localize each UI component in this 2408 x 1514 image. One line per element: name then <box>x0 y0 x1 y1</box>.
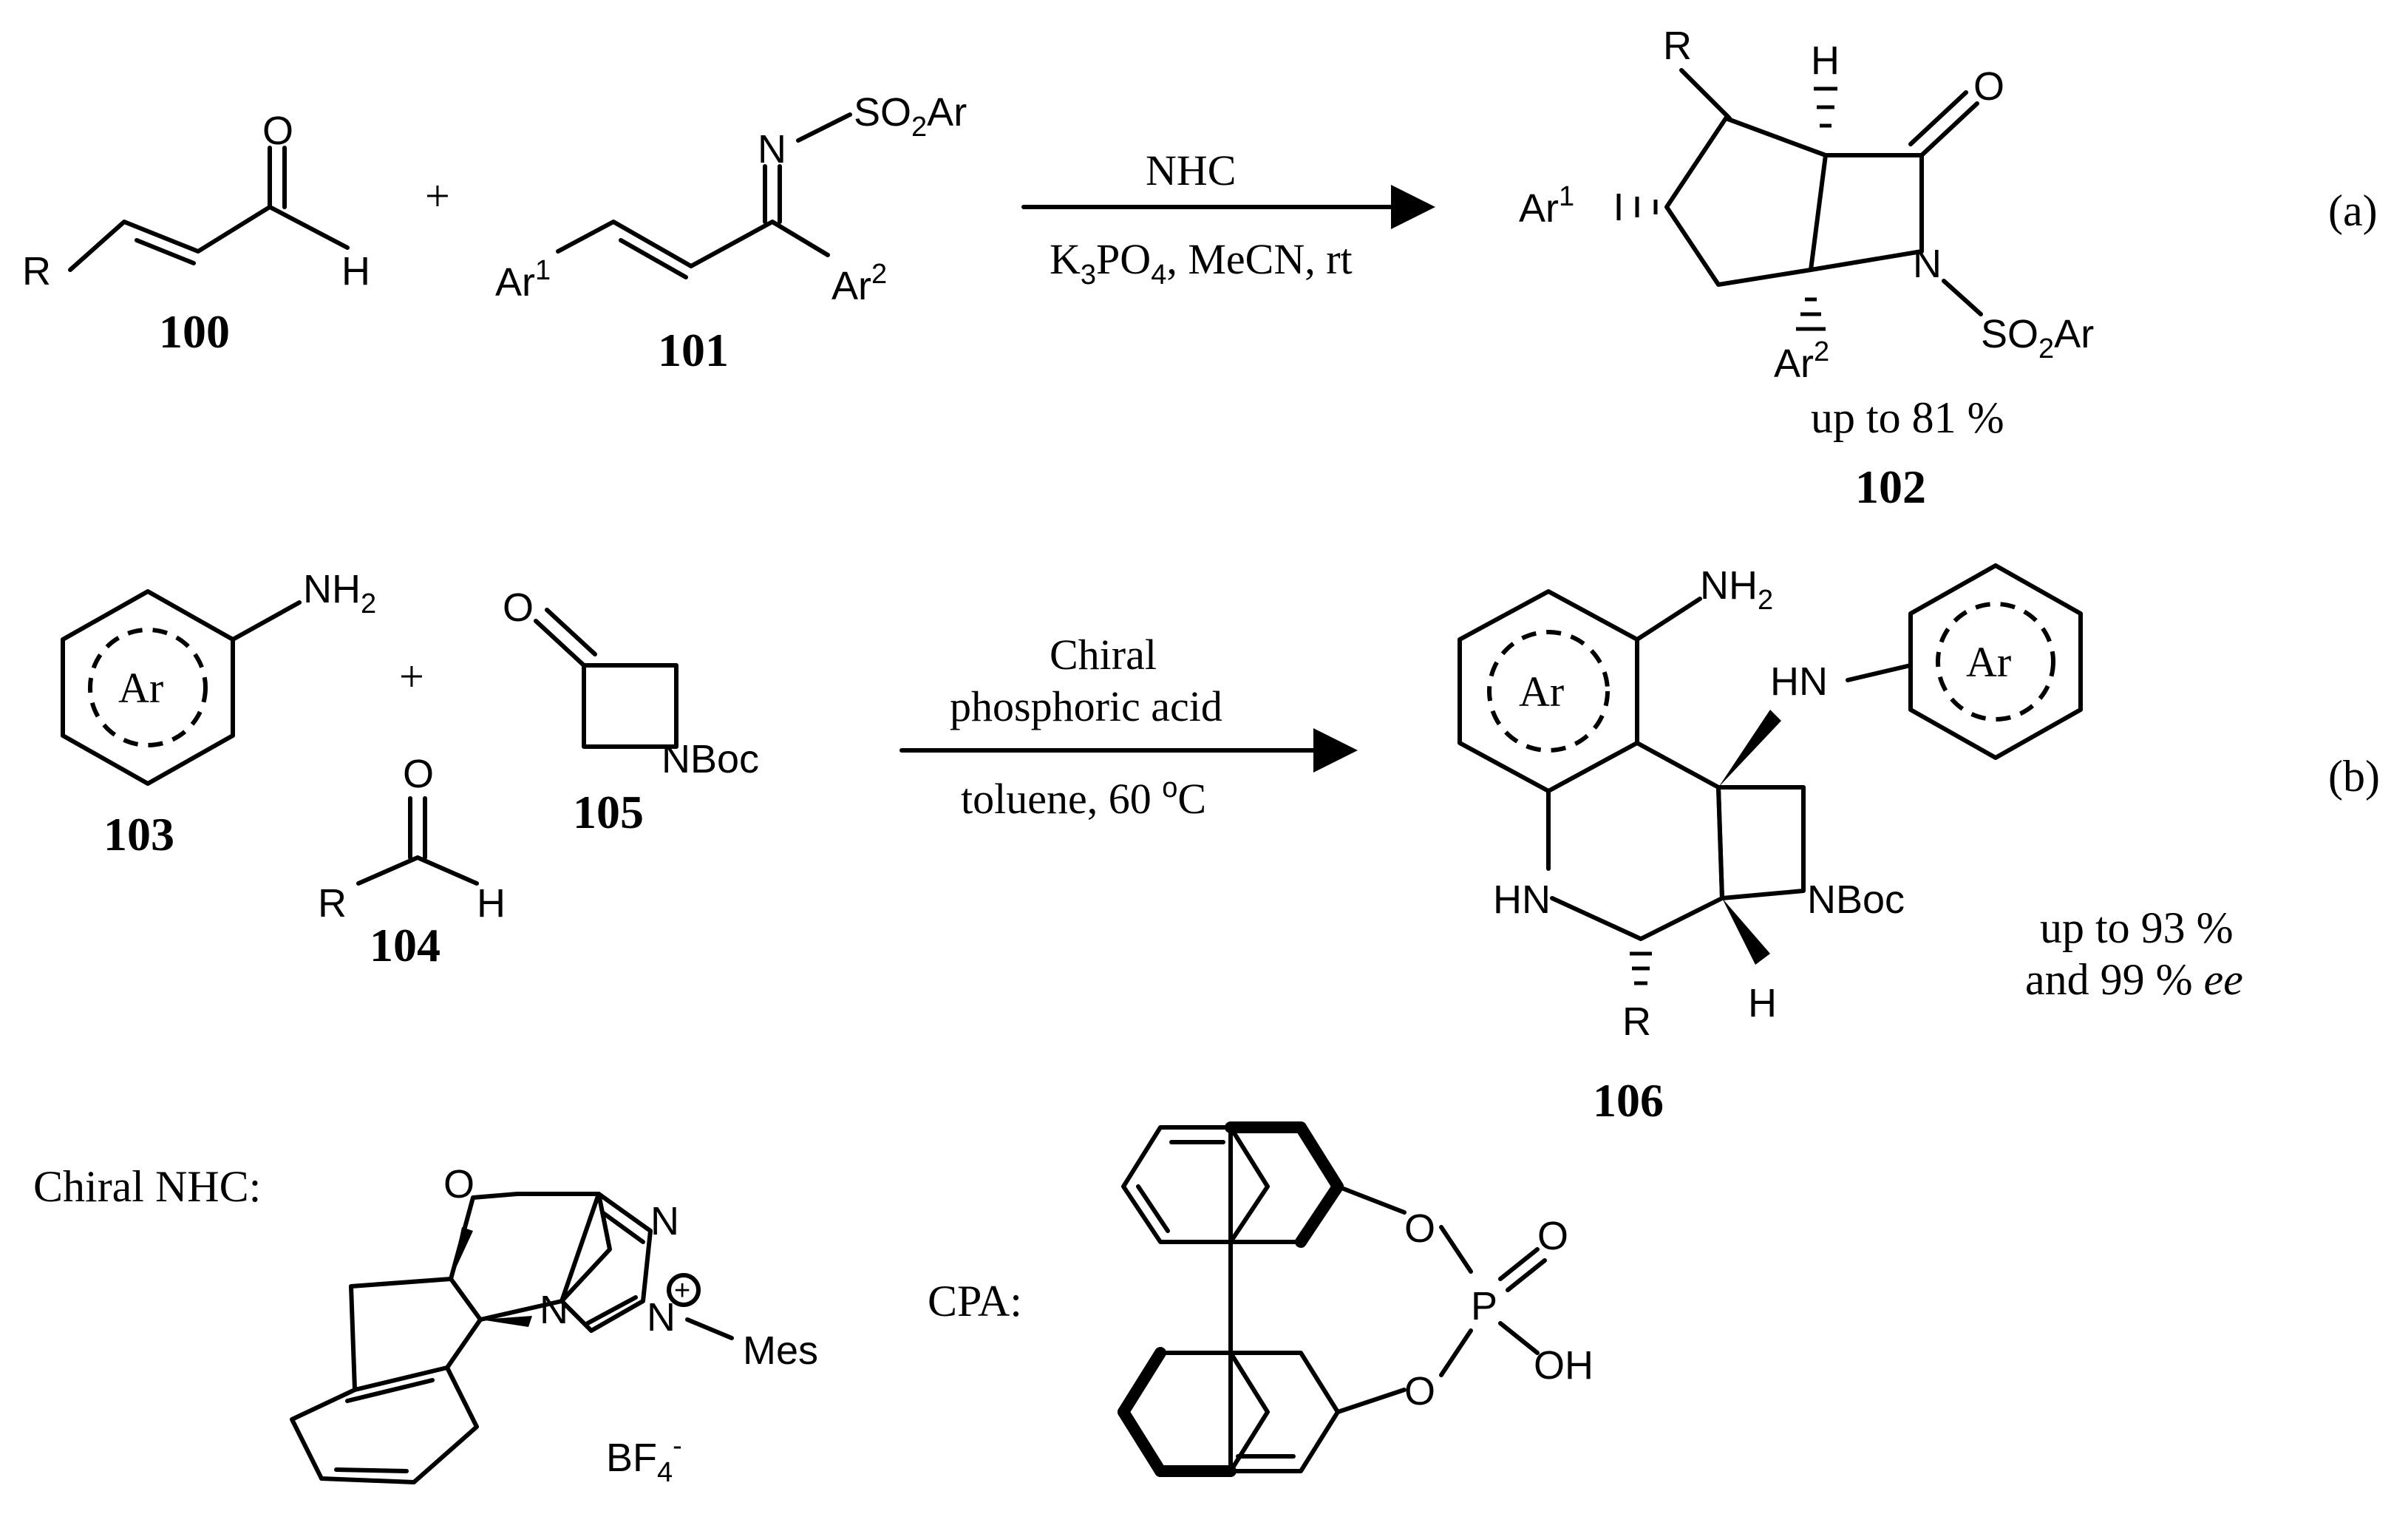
compound-label-104: 104 <box>370 919 441 971</box>
carbonyl-oxygen: O <box>262 109 293 153</box>
nhc-caption: Chiral NHC: <box>33 1162 261 1211</box>
sulfonyl-group: SO2Ar <box>1981 312 2094 364</box>
compound-102: R H O Ar1 N Ar2 SO2Ar up to 81 % 102 <box>1519 24 2094 513</box>
ar2-group: Ar2 <box>831 259 887 308</box>
bridgehead-hydrogen: H <box>1748 981 1777 1025</box>
compound-103: Ar NH2 103 <box>61 567 376 860</box>
catalyst-line-2: phosphoric acid <box>950 682 1222 730</box>
yield-102: up to 81 % <box>1811 393 2004 442</box>
amine-group: NH2 <box>1700 563 1773 616</box>
compound-label-102: 102 <box>1855 461 1926 513</box>
triazole-n2: N <box>540 1288 568 1332</box>
compound-label-103: 103 <box>103 808 174 860</box>
chiral-nhc-structure: O N N N + Mes BF4- <box>290 1162 818 1488</box>
imine-nitrogen: N <box>758 127 786 172</box>
plus-sign-a: + <box>425 172 450 220</box>
phosphoryl-oxygen: O <box>1537 1214 1568 1258</box>
conditions-b: toluene, 60 oC <box>961 773 1206 823</box>
compound-label-101: 101 <box>658 324 729 376</box>
reaction-arrow-a: NHC K3PO4, MeCN, rt <box>1021 146 1435 291</box>
sulfonyl-group: SO2Ar <box>854 90 967 143</box>
compound-105: O NBoc 105 <box>503 585 759 838</box>
plus-charge: + <box>674 1275 690 1306</box>
anilino-nh: HN <box>1770 659 1828 704</box>
phosphate-oxygen-1: O <box>1404 1206 1435 1251</box>
aldehyde-hydrogen: H <box>341 249 370 293</box>
plus-sign-b: + <box>399 652 424 701</box>
nboc-group: NBoc <box>1807 877 1905 922</box>
bridgehead-hydrogen: H <box>1811 38 1840 83</box>
lactam-nitrogen: N <box>1913 242 1942 286</box>
phosphate-oxygen-2: O <box>1404 1369 1435 1413</box>
reagent-nhc: NHC <box>1146 146 1236 194</box>
compound-104: O R H 104 <box>318 752 506 971</box>
phosphorus: P <box>1471 1284 1497 1328</box>
counter-ion: BF4- <box>606 1430 682 1488</box>
compound-label-106: 106 <box>1593 1074 1664 1127</box>
hash-r <box>1630 951 1652 985</box>
lactam-oxygen: O <box>1973 64 2004 109</box>
aryl-ring-label: Ar <box>118 664 163 712</box>
conditions-a: K3PO4, MeCN, rt <box>1050 235 1353 291</box>
tag-b: (b) <box>2328 752 2380 801</box>
r-group: R <box>1663 24 1692 68</box>
cpa-structure: O O P O OH <box>1118 1121 1594 1477</box>
yield-line-2: and 99 % ee <box>2025 955 2243 1004</box>
triazole-n1: N <box>650 1199 679 1243</box>
catalyst-line-1: Chiral <box>1050 631 1157 679</box>
ring-nh: HN <box>1493 877 1551 922</box>
carbonyl-oxygen: O <box>403 752 434 796</box>
aldehyde-hydrogen: H <box>477 881 506 926</box>
plus-charge-circle <box>667 1273 701 1307</box>
compound-101: N SO2Ar Ar1 Ar2 101 <box>495 90 967 376</box>
r-group: R <box>1622 999 1651 1044</box>
compound-100: R O H 100 <box>22 109 370 358</box>
hydroxyl-group: OH <box>1534 1343 1594 1388</box>
hash-bonds <box>1616 86 1837 331</box>
r-group: R <box>22 249 51 293</box>
aryl-ring-label-1: Ar <box>1519 668 1564 716</box>
compound-label-105: 105 <box>573 786 644 838</box>
compound-106: Ar Ar NH2 HN HN NBoc R H 106 <box>1458 563 2083 1127</box>
reaction-arrow-b: Chiral phosphoric acid toluene, 60 oC <box>899 631 1358 823</box>
ar1-group: Ar1 <box>1519 181 1574 231</box>
yield-106: up to 93 % and 99 % ee <box>2025 903 2243 1004</box>
tag-a: (a) <box>2328 186 2378 235</box>
yield-line-1: up to 93 % <box>2040 903 2234 952</box>
amine-group: NH2 <box>303 567 376 619</box>
ether-oxygen: O <box>443 1162 475 1206</box>
compound-label-100: 100 <box>159 305 230 358</box>
r-group: R <box>318 881 347 926</box>
triazole-n3: N <box>647 1295 676 1340</box>
aryl-ring-label-2: Ar <box>1966 638 2011 686</box>
mesityl-group: Mes <box>743 1328 818 1373</box>
ketone-oxygen: O <box>503 585 534 630</box>
nboc-group: NBoc <box>661 737 759 781</box>
ar2-group: Ar2 <box>1774 336 1829 386</box>
cpa-caption: CPA: <box>928 1277 1022 1325</box>
ar1-group: Ar1 <box>495 255 551 305</box>
